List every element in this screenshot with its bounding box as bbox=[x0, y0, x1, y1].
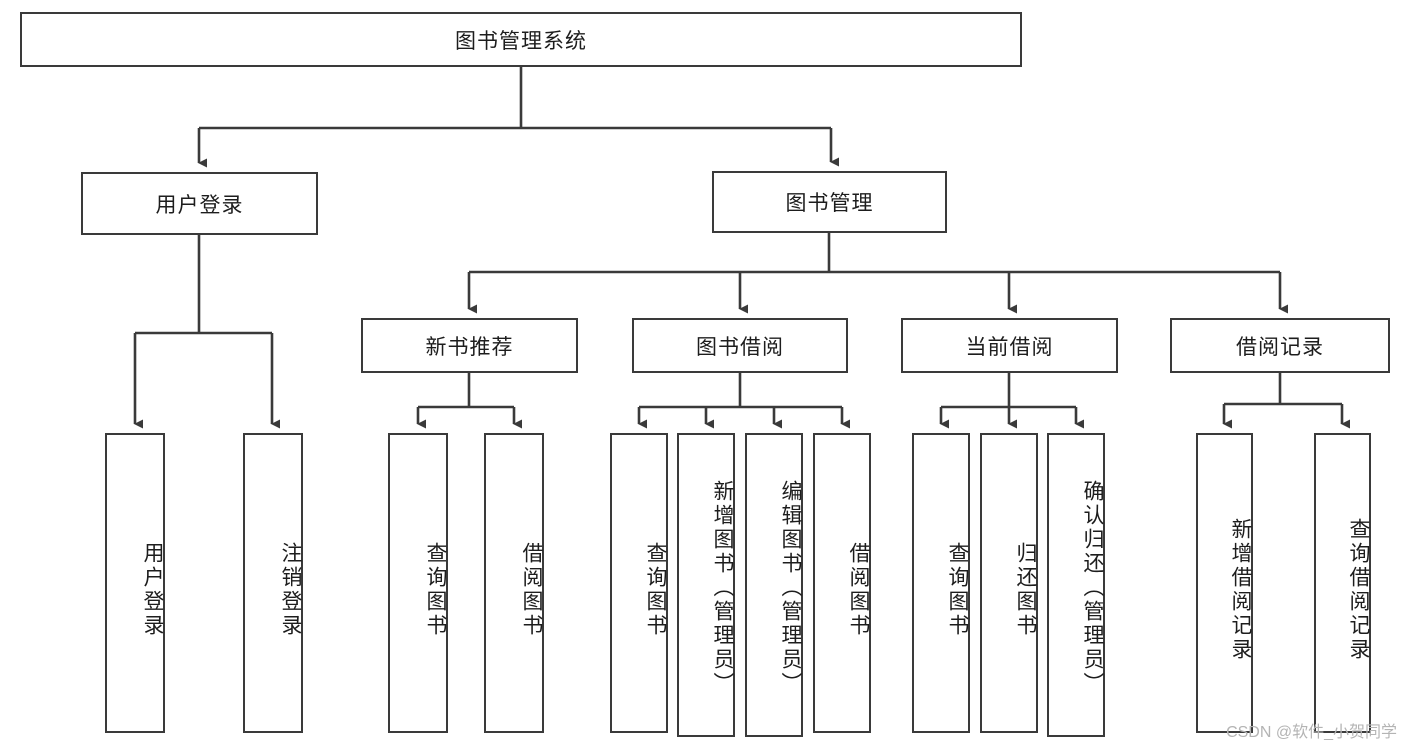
node-leaf-confirm-return-label: 确认归还（管理员） bbox=[1081, 480, 1104, 696]
node-leaf-borrow-book-2[interactable]: 借阅图书 bbox=[813, 433, 871, 733]
node-borrow-record-label: 借阅记录 bbox=[1236, 335, 1324, 359]
node-leaf-borrow-book-1-label: 借阅图书 bbox=[520, 542, 543, 638]
node-root-label: 图书管理系统 bbox=[455, 29, 587, 53]
node-leaf-confirm-return[interactable]: 确认归还（管理员） bbox=[1047, 433, 1105, 737]
node-leaf-query-record-label: 查询借阅记录 bbox=[1347, 518, 1370, 662]
node-user-login-label: 用户登录 bbox=[155, 193, 244, 217]
node-book-manage[interactable]: 图书管理 bbox=[712, 171, 947, 233]
node-leaf-add-book-label: 新增图书（管理员） bbox=[711, 480, 734, 696]
node-leaf-query-book-3[interactable]: 查询图书 bbox=[912, 433, 970, 733]
node-leaf-user-login[interactable]: 用户登录 bbox=[105, 433, 165, 733]
node-leaf-borrow-book-2-label: 借阅图书 bbox=[847, 542, 870, 638]
node-leaf-query-record[interactable]: 查询借阅记录 bbox=[1314, 433, 1371, 733]
node-leaf-return-book[interactable]: 归还图书 bbox=[980, 433, 1038, 733]
node-leaf-borrow-book-1[interactable]: 借阅图书 bbox=[484, 433, 544, 733]
node-new-book-rec[interactable]: 新书推荐 bbox=[361, 318, 578, 373]
node-current-borrow-label: 当前借阅 bbox=[965, 335, 1054, 359]
node-leaf-add-record[interactable]: 新增借阅记录 bbox=[1196, 433, 1253, 733]
node-leaf-user-login-label: 用户登录 bbox=[141, 542, 164, 638]
watermark: CSDN @软件_小贺同学 bbox=[1226, 724, 1397, 741]
node-current-borrow[interactable]: 当前借阅 bbox=[901, 318, 1118, 373]
node-leaf-add-book[interactable]: 新增图书（管理员） bbox=[677, 433, 735, 737]
node-leaf-add-record-label: 新增借阅记录 bbox=[1229, 518, 1252, 662]
node-leaf-query-book-2[interactable]: 查询图书 bbox=[610, 433, 668, 733]
node-leaf-return-book-label: 归还图书 bbox=[1014, 542, 1037, 638]
node-root[interactable]: 图书管理系统 bbox=[20, 12, 1022, 67]
node-leaf-query-book-2-label: 查询图书 bbox=[644, 542, 667, 638]
node-borrow-record[interactable]: 借阅记录 bbox=[1170, 318, 1390, 373]
node-leaf-edit-book[interactable]: 编辑图书（管理员） bbox=[745, 433, 803, 737]
node-leaf-logout-label: 注销登录 bbox=[279, 542, 302, 638]
node-book-borrow[interactable]: 图书借阅 bbox=[632, 318, 848, 373]
node-book-borrow-label: 图书借阅 bbox=[696, 335, 784, 359]
node-leaf-query-book-3-label: 查询图书 bbox=[946, 542, 969, 638]
node-leaf-query-book-1[interactable]: 查询图书 bbox=[388, 433, 448, 733]
node-book-manage-label: 图书管理 bbox=[785, 192, 874, 215]
node-leaf-query-book-1-label: 查询图书 bbox=[424, 542, 447, 638]
node-leaf-logout[interactable]: 注销登录 bbox=[243, 433, 303, 733]
node-user-login[interactable]: 用户登录 bbox=[81, 172, 318, 235]
node-leaf-edit-book-label: 编辑图书（管理员） bbox=[779, 480, 802, 696]
node-new-book-rec-label: 新书推荐 bbox=[425, 335, 514, 359]
